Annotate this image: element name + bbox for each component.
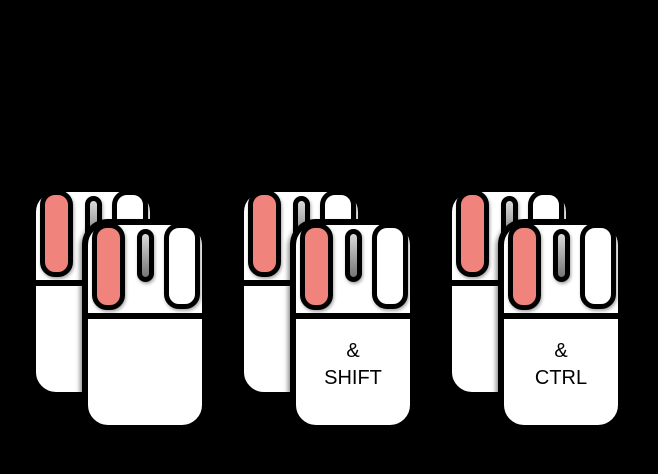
mouse-body xyxy=(88,319,202,425)
mouse-button-row xyxy=(504,223,618,319)
mouse-right-button-icon xyxy=(580,223,616,309)
mouse-pair-click xyxy=(30,186,210,434)
modifier-label: & CTRL xyxy=(504,319,618,392)
mouse-left-button-highlighted-icon xyxy=(456,190,489,277)
mouse-button-row xyxy=(88,223,202,319)
mouse-body: & CTRL xyxy=(504,319,618,425)
mouse-scroll-wheel-icon xyxy=(137,229,154,282)
modifier-amp-label: & xyxy=(554,340,568,362)
mouse-left-button-highlighted-icon xyxy=(40,190,73,277)
mouse-scroll-wheel-icon xyxy=(553,229,570,282)
mouse-front xyxy=(82,219,208,431)
mouse-left-button-highlighted-icon xyxy=(248,190,281,277)
modifier-amp-label: & xyxy=(346,340,360,362)
mouse-scroll-wheel-icon xyxy=(345,229,362,282)
modifier-key-label: SHIFT xyxy=(324,367,382,389)
mouse-left-button-highlighted-icon xyxy=(92,223,125,310)
modifier-label xyxy=(88,319,202,338)
mouse-right-button-icon xyxy=(372,223,408,309)
mouse-body: & SHIFT xyxy=(296,319,410,425)
mouse-pair-shift-click: & SHIFT xyxy=(238,186,418,434)
modifier-label: & SHIFT xyxy=(296,319,410,392)
mouse-right-button-icon xyxy=(164,223,200,309)
mouse-left-button-highlighted-icon xyxy=(508,223,541,310)
mouse-pair-ctrl-click: & CTRL xyxy=(446,186,626,434)
modifier-key-label: CTRL xyxy=(534,367,588,389)
mouse-button-row xyxy=(296,223,410,319)
mouse-left-button-highlighted-icon xyxy=(300,223,333,310)
mouse-front: & CTRL xyxy=(498,219,624,431)
mouse-front: & SHIFT xyxy=(290,219,416,431)
